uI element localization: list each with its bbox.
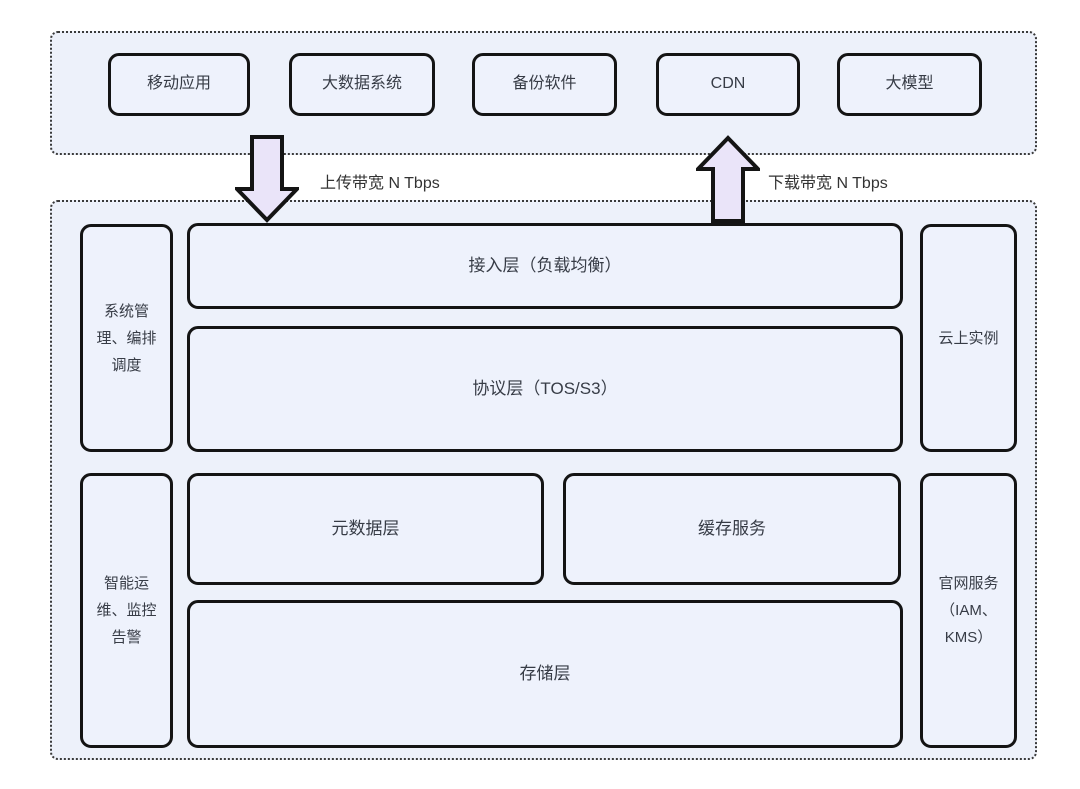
node-label: 云上实例 — [938, 329, 999, 347]
node-metadata-layer: 元数据层 — [187, 473, 544, 585]
node-label: 元数据层 — [331, 518, 400, 538]
download-bandwidth-label: 下载带宽 N Tbps — [768, 175, 888, 192]
node-cloud-instance: 云上实例 — [920, 224, 1017, 452]
node-label: 协议层（TOS/S3） — [472, 378, 618, 398]
node-label: 接入层（负载均衡） — [468, 255, 622, 275]
client-node-label: 大数据系统 — [321, 75, 402, 93]
node-access-layer: 接入层（负载均衡） — [187, 223, 903, 309]
client-node-bigdata-system: 大数据系统 — [289, 53, 435, 116]
node-portal-service: 官网服务（IAM、KMS） — [920, 473, 1017, 748]
node-protocol-layer: 协议层（TOS/S3） — [187, 326, 903, 452]
upload-bandwidth-label: 上传带宽 N Tbps — [320, 175, 440, 192]
node-storage-layer: 存储层 — [187, 600, 903, 748]
node-system-mgmt: 系统管理、编排调度 — [80, 224, 173, 452]
node-label: 存储层 — [519, 663, 571, 683]
node-label: 官网服务（IAM、KMS） — [938, 575, 999, 646]
client-node-label: 大模型 — [885, 75, 934, 93]
client-node-mobile-app: 移动应用 — [108, 53, 250, 116]
client-node-label: 备份软件 — [512, 75, 577, 93]
client-node-backup-software: 备份软件 — [472, 53, 617, 116]
client-node-large-model: 大模型 — [837, 53, 982, 116]
node-label: 缓存服务 — [698, 518, 766, 538]
download-arrow-icon — [696, 135, 760, 223]
client-node-label: CDN — [710, 75, 746, 93]
upload-arrow-icon — [235, 135, 299, 223]
node-cache-service: 缓存服务 — [563, 473, 901, 585]
node-label: 智能运维、监控告警 — [96, 575, 157, 646]
client-node-label: 移动应用 — [146, 75, 211, 93]
client-node-cdn: CDN — [656, 53, 800, 116]
node-label: 系统管理、编排调度 — [96, 302, 157, 374]
node-ops-monitoring: 智能运维、监控告警 — [80, 473, 173, 748]
